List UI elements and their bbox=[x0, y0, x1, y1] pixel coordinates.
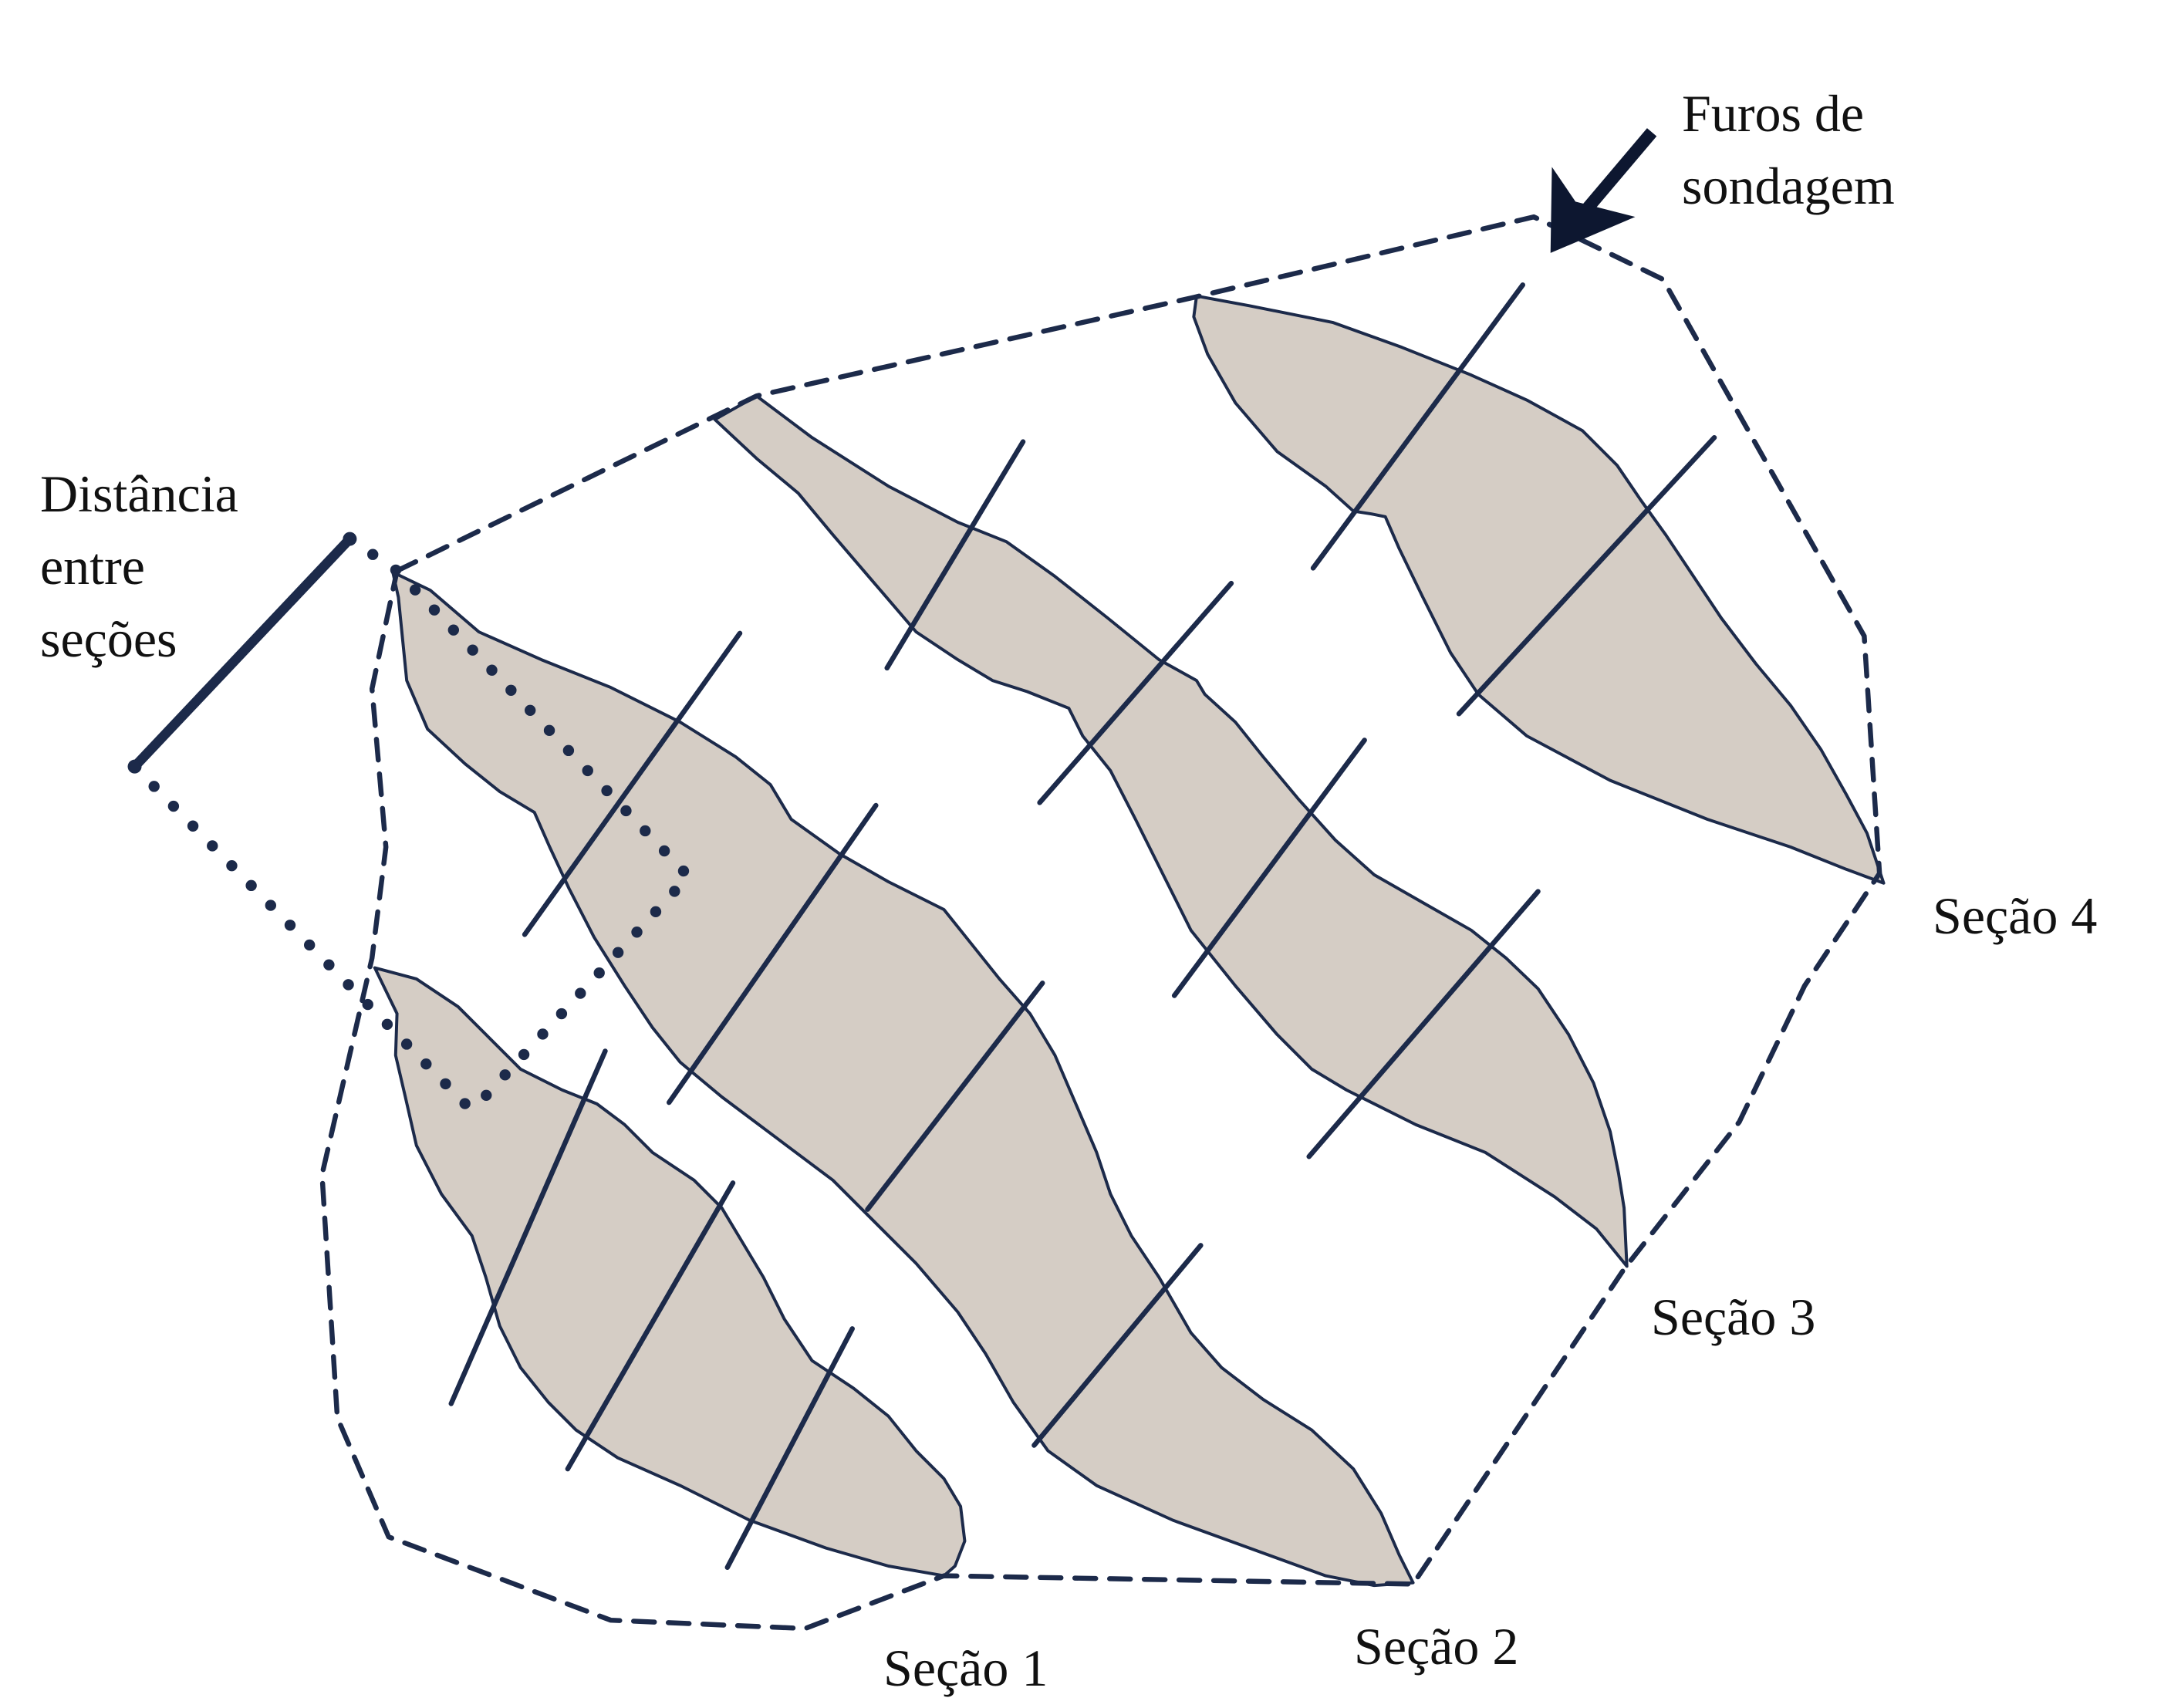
drill-holes-label-line1: Furos de bbox=[1682, 84, 1865, 143]
section-spacing-label: Distância entre seções bbox=[40, 457, 238, 675]
drill-hole-line bbox=[1037, 580, 1234, 805]
drill-hole-line bbox=[1310, 282, 1525, 571]
drill-hole-line bbox=[884, 439, 1026, 671]
dotted-guide-upper bbox=[344, 533, 694, 1117]
drill-hole-line bbox=[1031, 1243, 1204, 1448]
drill-hole-line bbox=[1306, 889, 1541, 1159]
deposit-boundary bbox=[319, 214, 1882, 1632]
arrow-down-left-icon-part bbox=[1550, 167, 1636, 253]
drill-hole-line bbox=[865, 981, 1045, 1212]
section-1-label: Seção 1 bbox=[883, 1639, 1048, 1697]
drill-hole-line bbox=[666, 802, 879, 1105]
section-spacing-bar bbox=[130, 534, 355, 771]
drill-hole-line bbox=[565, 1180, 736, 1472]
orebody-section-2 bbox=[391, 570, 1415, 1588]
drill-hole-line bbox=[522, 630, 743, 937]
drill-hole-line bbox=[1456, 434, 1717, 717]
section-spacing-label-line1: Distância bbox=[40, 464, 238, 523]
orebody-section-4 bbox=[1192, 294, 1886, 885]
drill-hole-line bbox=[724, 1326, 855, 1571]
drill-holes-label: Furos de sondagem bbox=[1682, 77, 1895, 222]
drill-hole-line bbox=[448, 1048, 608, 1406]
drill-hole-line bbox=[1171, 738, 1367, 998]
drill-holes bbox=[448, 282, 1717, 1571]
section-3-label: Seção 3 bbox=[1651, 1288, 1816, 1346]
dotted-guide-lower bbox=[129, 761, 478, 1117]
section-spacing-label-line2: entre bbox=[40, 537, 145, 596]
orebody-section-3 bbox=[713, 394, 1629, 1268]
dotted-guides bbox=[129, 533, 694, 1117]
section-2-label: Seção 2 bbox=[1354, 1617, 1519, 1676]
orebody-section-1 bbox=[373, 966, 967, 1578]
arrow-down-left-icon bbox=[1550, 128, 1657, 253]
section-spacing-label-line3: seções bbox=[40, 609, 177, 668]
section-4-label: Seção 4 bbox=[1933, 886, 2098, 945]
drill-holes-label-line2: sondagem bbox=[1682, 157, 1895, 215]
